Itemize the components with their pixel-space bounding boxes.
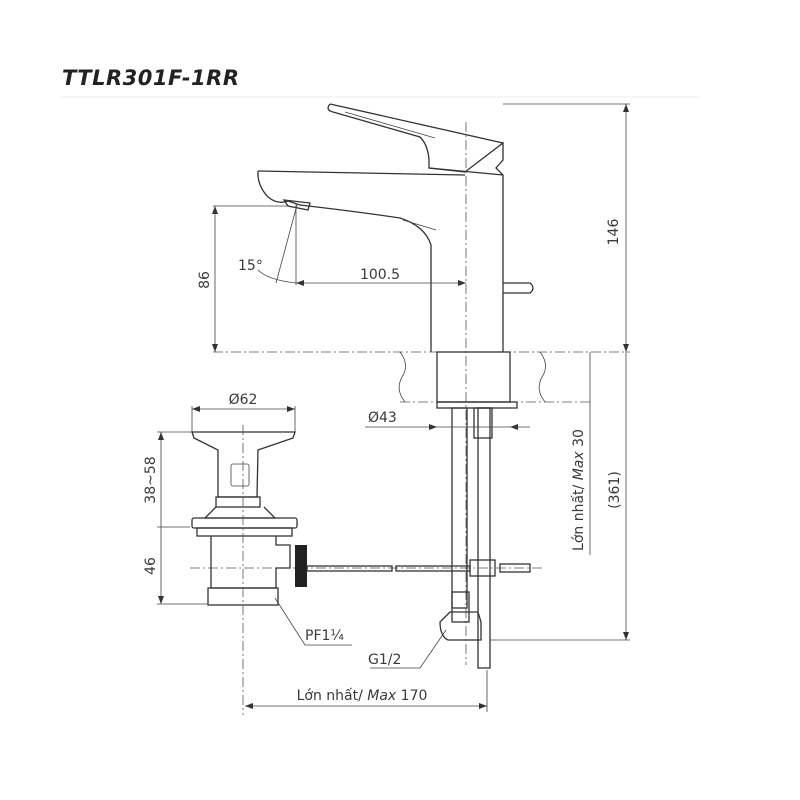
dim-angle: 15° <box>238 258 263 274</box>
dim-drain-lower: 46 <box>143 557 159 575</box>
dim-total-below: (361) <box>607 471 623 509</box>
label-thread-drain: PF1¼ <box>305 628 344 644</box>
dim-hole-diameter: Ø43 <box>368 410 397 426</box>
faucet-body <box>257 103 534 352</box>
dimension-lines <box>157 103 630 712</box>
dim-drain-height-range: 38~58 <box>143 456 159 503</box>
dim-spout-reach: 100.5 <box>360 267 400 283</box>
supply-nut <box>439 611 482 641</box>
mounting-assembly <box>190 351 545 669</box>
break-lines <box>398 351 546 403</box>
drain-connector <box>295 545 307 587</box>
popup-drain <box>191 425 471 715</box>
dim-drain-diameter: Ø62 <box>229 392 258 408</box>
dim-max-width: Lớn nhất/ Max 170 <box>297 688 428 704</box>
label-thread-supply: G1/2 <box>368 652 401 668</box>
dim-max-thickness: Lớn nhất/ Max 30 <box>571 429 587 551</box>
dim-spout-height: 86 <box>197 271 213 289</box>
popup-knob <box>503 282 534 294</box>
dim-height-total: 146 <box>606 219 622 246</box>
product-model-title: TTLR301F-1RR <box>62 66 240 90</box>
